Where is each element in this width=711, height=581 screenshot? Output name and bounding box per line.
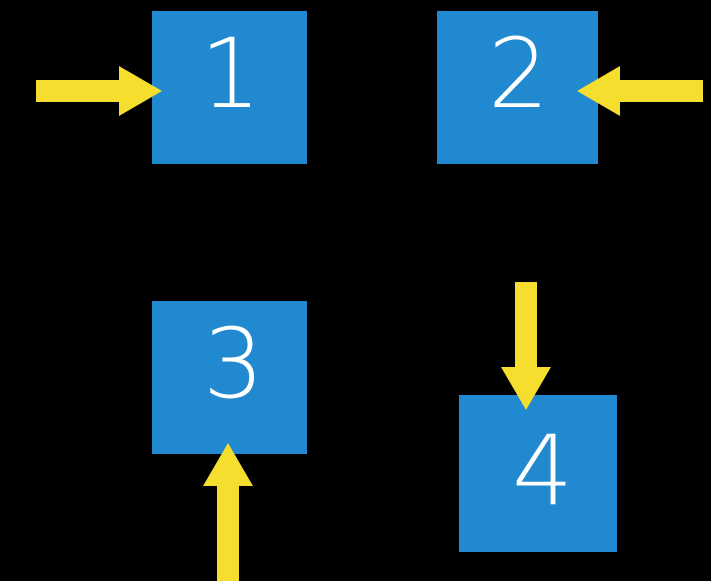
arrow-right-icon: [36, 66, 162, 116]
box-1[interactable]: [152, 11, 307, 164]
box-3[interactable]: [152, 301, 307, 454]
arrow-left-icon: [577, 66, 703, 116]
box-4-label: 4: [512, 415, 574, 527]
arrow-down-icon: [501, 282, 551, 410]
box-2[interactable]: [437, 11, 598, 164]
box-2-label: 2: [488, 18, 550, 130]
box-4[interactable]: [459, 395, 617, 552]
arrow-up-icon: [203, 443, 253, 581]
box-3-label: 3: [203, 308, 265, 420]
box-1-label: 1: [200, 18, 262, 130]
